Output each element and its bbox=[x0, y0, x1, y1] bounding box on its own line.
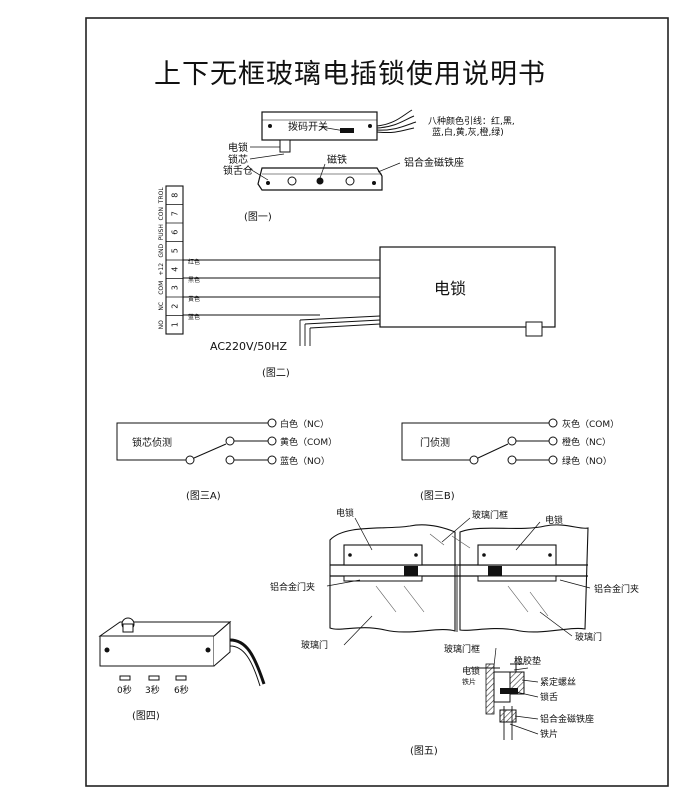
terminal-number-4: 4 bbox=[171, 267, 180, 272]
power-spec: AC220V/50HZ bbox=[210, 340, 288, 353]
fig5-label-rubber: 橡胶垫 bbox=[514, 655, 541, 667]
terminal-name-6: PUSH bbox=[158, 224, 165, 240]
fig3b-output-2: 橙色（NC） bbox=[562, 436, 611, 448]
fig5-label-plate-small: 铁片 bbox=[462, 677, 476, 686]
delay-option-0s: 0秒 bbox=[117, 684, 132, 696]
page-title: 上下无框玻璃电插锁使用说明书 bbox=[154, 59, 546, 90]
wire-label-1: 蓝色 bbox=[188, 313, 200, 321]
dip-switch bbox=[340, 128, 354, 133]
wire-label-3: 黑色 bbox=[188, 276, 200, 284]
figure-1-lock-assembly: 拨码开关 八种颜色引线：红,黑, 蓝,白,黄,灰,橙,绿) 电锁 锁芯 锁舌仓 … bbox=[223, 109, 515, 223]
section-frame bbox=[485, 663, 495, 715]
label-wire-colors-1: 八种颜色引线：红,黑, bbox=[428, 115, 515, 127]
fig5-label-tongue: 锁舌 bbox=[540, 691, 558, 703]
terminal-number-7: 7 bbox=[171, 211, 180, 216]
lock-box bbox=[379, 246, 556, 328]
figure-3b-caption: (图三B) bbox=[420, 490, 455, 502]
terminal-number-2: 2 bbox=[171, 304, 180, 309]
label-dip-switch: 拨码开关 bbox=[288, 120, 328, 133]
figure-5-caption: (图五) bbox=[410, 745, 438, 757]
fig5-label-glass-right: 玻璃门 bbox=[575, 631, 602, 643]
lock-body bbox=[261, 111, 378, 141]
fig5-label-clamp-left: 铝合金门夹 bbox=[270, 581, 315, 593]
figure-3a-core-sensor: 锁芯侦测 白色（NC） 黄色（COM） 蓝色（NO） (图三A) bbox=[116, 418, 337, 502]
fig3b-output-3: 绿色（NO） bbox=[562, 455, 612, 467]
fig5-label-lock-left: 电锁 bbox=[336, 507, 354, 519]
terminal-name-3: COM bbox=[158, 281, 165, 295]
label-tongue-chamber: 锁舌仓 bbox=[223, 164, 253, 177]
fig3a-output-2: 黄色（COM） bbox=[280, 436, 337, 448]
lock-right bbox=[477, 544, 557, 566]
fig5-label-frame-2: 玻璃门框 bbox=[444, 643, 480, 655]
label-electric-lock: 电锁 bbox=[228, 141, 248, 154]
fig3a-output-3: 蓝色（NO） bbox=[280, 455, 330, 467]
delay-option-3s: 3秒 bbox=[145, 684, 160, 696]
wire-label-2: 黄色 bbox=[188, 295, 200, 303]
label-wire-colors-2: 蓝,白,黄,灰,橙,绿) bbox=[432, 126, 504, 138]
fig3a-output-1: 白色（NC） bbox=[280, 418, 329, 430]
terminal-number-8: 8 bbox=[171, 193, 180, 198]
lock-core bbox=[279, 139, 291, 153]
terminal-name-1: NO bbox=[158, 320, 165, 329]
page-border bbox=[85, 17, 669, 787]
lock-cable bbox=[229, 638, 266, 685]
fig5-section-detail: 玻璃门框 橡胶垫 电锁 铁片 紧定螺丝 锁舌 铝合金磁铁座 铁片 bbox=[444, 643, 594, 740]
wire-bundle bbox=[376, 109, 417, 133]
lock-box-label: 电锁 bbox=[434, 279, 466, 298]
fig5-label-clamp-right: 铝合金门夹 bbox=[594, 583, 639, 595]
figure-1-caption: (图一) bbox=[244, 211, 272, 223]
label-lock-core: 锁芯 bbox=[228, 153, 248, 166]
figure-5-installation: 电锁 玻璃门框 电锁 铝合金门夹 铝合金门夹 玻璃门 玻璃门 bbox=[270, 507, 639, 757]
wire-label-4: 红色 bbox=[188, 258, 200, 266]
terminal-name-5: GND bbox=[158, 243, 165, 257]
terminal-number-1: 1 bbox=[171, 322, 180, 327]
fig3a-sensor-label: 锁芯侦测 bbox=[132, 436, 172, 449]
fig5-label-glass-left: 玻璃门 bbox=[301, 639, 328, 651]
label-magnet: 磁铁 bbox=[327, 153, 347, 166]
terminal-number-5: 5 bbox=[171, 248, 180, 253]
fig5-label-lock-small: 电锁 bbox=[462, 665, 480, 677]
fig5-label-screw: 紧定螺丝 bbox=[540, 676, 576, 688]
terminal-number-3: 3 bbox=[171, 285, 180, 290]
fig5-label-frame: 玻璃门框 bbox=[472, 509, 508, 521]
figure-4-caption: (图四) bbox=[132, 710, 160, 722]
terminal-name-4: +12 bbox=[158, 263, 165, 276]
figure-2-caption: (图二) bbox=[262, 367, 290, 379]
fig5-label-lock-right: 电锁 bbox=[545, 514, 563, 526]
terminal-name-7: CON bbox=[158, 207, 165, 220]
figure-4-delay-switch: 0秒 3秒 6秒 (图四) bbox=[98, 617, 266, 722]
terminal-name-2: NC bbox=[158, 302, 165, 311]
figure-2-wiring: 8 TROL 7 CON 6 PUSH 5 GND 4 +12 3 COM 2 NC 1 NO 电锁 蓝色 黄… bbox=[158, 185, 556, 379]
figure-3a-caption: (图三A) bbox=[186, 490, 221, 502]
terminal-number-6: 6 bbox=[171, 230, 180, 235]
fig3b-output-1: 灰色（COM） bbox=[562, 418, 619, 430]
figure-3b-door-sensor: 门侦测 灰色（COM） 橙色（NC） 绿色（NO） (图三B) bbox=[401, 418, 619, 502]
fig5-label-base: 铝合金磁铁座 bbox=[540, 713, 594, 725]
lock-left bbox=[343, 544, 423, 566]
delay-option-6s: 6秒 bbox=[174, 684, 189, 696]
label-magnet-base: 铝合金磁铁座 bbox=[404, 156, 464, 169]
fig3b-sensor-label: 门侦测 bbox=[420, 436, 450, 449]
fig5-label-plate: 铁片 bbox=[540, 728, 558, 740]
terminal-name-8: TROL bbox=[158, 187, 165, 205]
